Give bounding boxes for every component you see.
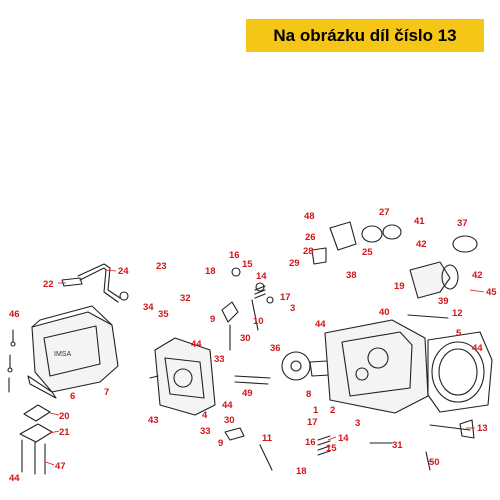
part-label-44: 44 [472,343,483,354]
part-label-43: 43 [148,415,159,426]
part-label-41: 41 [414,216,425,227]
part-label-28: 28 [303,246,314,257]
part-label-40: 40 [379,307,390,318]
part-label-23: 23 [156,261,167,272]
part-label-20: 20 [59,411,70,422]
part-label-3: 3 [290,303,295,314]
part-label-33: 33 [200,426,211,437]
part-label-1: 1 [313,405,319,416]
part-label-11: 11 [262,433,273,444]
part-label-14: 14 [338,433,349,444]
valve-springs [254,285,331,456]
part-label-33: 33 [214,354,225,365]
part-label-16: 16 [305,437,316,448]
part-label-44: 44 [191,339,202,350]
highlighted-part-banner: Na obrázku díl číslo 13 [246,19,484,52]
cylinder-head-cover: IMSA [27,305,119,399]
part-label-29: 29 [289,258,300,269]
part-label-26: 26 [305,232,316,243]
part-label-7: 7 [104,387,109,398]
studs [21,439,46,475]
part-label-15: 15 [242,259,253,270]
part-label-3: 3 [355,418,360,429]
part-label-15: 15 [326,443,337,454]
part-label-17: 17 [307,417,318,428]
part-label-18: 18 [296,466,307,477]
part-label-32: 32 [180,293,191,304]
part-label-18: 18 [205,266,216,277]
part-label-27: 27 [379,207,390,218]
part-label-6: 6 [70,391,75,402]
part-label-47: 47 [55,461,66,472]
part-label-44: 44 [315,319,326,330]
head-gasket [427,331,493,413]
thermostat-assembly [311,221,402,265]
part-label-37: 37 [457,218,468,229]
part-label-24: 24 [118,266,129,277]
intake-manifold [409,235,478,299]
cover-gaskets [19,404,53,443]
part-label-16: 16 [229,250,240,261]
part-label-46: 46 [9,309,20,320]
part-label-44: 44 [9,473,20,484]
part-label-50: 50 [429,457,440,468]
part-label-49: 49 [242,388,253,399]
part-labels: 1 2 3 3 4 5 6 7 8 9 9 10 11 12 13 14 14 … [9,207,497,484]
part-label-13: 13 [477,423,488,434]
part-label-10: 10 [253,316,264,327]
part-label-36: 36 [270,343,281,354]
part-label-34: 34 [143,302,154,313]
part-label-42: 42 [416,239,427,250]
part-label-12: 12 [452,308,463,319]
part-label-9: 9 [210,314,215,325]
svg-text:IMSA: IMSA [54,351,71,358]
part-label-4: 4 [202,410,208,421]
part-label-45: 45 [486,287,497,298]
part-label-17: 17 [280,292,291,303]
leader-lines [45,269,485,466]
part-label-30: 30 [240,333,251,344]
cover-bolts [7,329,16,393]
cylinder-head [324,319,429,414]
part-label-25: 25 [362,247,373,258]
part-label-5: 5 [456,328,462,339]
part-label-44: 44 [222,400,233,411]
part-label-19: 19 [394,281,405,292]
cylinder-block [149,337,216,416]
part-label-14: 14 [256,271,267,282]
part-label-31: 31 [392,440,403,451]
part-label-8: 8 [306,389,311,400]
part-label-2: 2 [330,405,335,416]
part-label-35: 35 [158,309,169,320]
part-label-38: 38 [346,270,357,281]
part-label-30: 30 [224,415,235,426]
part-label-42: 42 [472,270,483,281]
part-label-9: 9 [218,438,223,449]
valves [369,314,475,471]
rocker-parts [221,267,274,471]
part-label-22: 22 [43,279,54,290]
part-label-21: 21 [59,427,70,438]
part-label-48: 48 [304,211,315,222]
part-label-39: 39 [438,296,449,307]
